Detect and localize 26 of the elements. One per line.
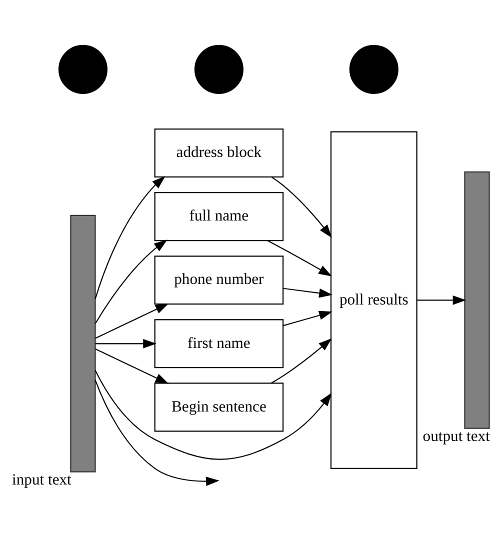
node-label: output text: [422, 427, 490, 444]
arrow: [270, 338, 332, 384]
arrow: [94, 379, 220, 486]
arrow: [95, 302, 169, 338]
arrow: [416, 294, 466, 304]
node-bar: [70, 214, 96, 472]
arrow: [267, 240, 332, 276]
arrow: [282, 287, 333, 298]
node-circle: [194, 44, 244, 94]
node-box: phone number: [154, 255, 284, 304]
node-box: address block: [154, 128, 284, 178]
node-box: poll results: [330, 130, 418, 469]
node-label: input text: [12, 470, 72, 488]
arrow: [94, 239, 168, 324]
arrow: [271, 176, 332, 238]
arrow: [94, 176, 166, 298]
arrow: [282, 310, 332, 326]
node-box: first name: [154, 318, 284, 368]
node-circle: [58, 44, 108, 94]
arrow: [94, 370, 332, 460]
node-bar: [464, 170, 490, 428]
node-box: Begin sentence: [154, 382, 284, 432]
arrow: [95, 338, 157, 348]
node-circle: [349, 44, 398, 94]
arrow: [95, 348, 169, 384]
node-box: full name: [154, 192, 284, 241]
